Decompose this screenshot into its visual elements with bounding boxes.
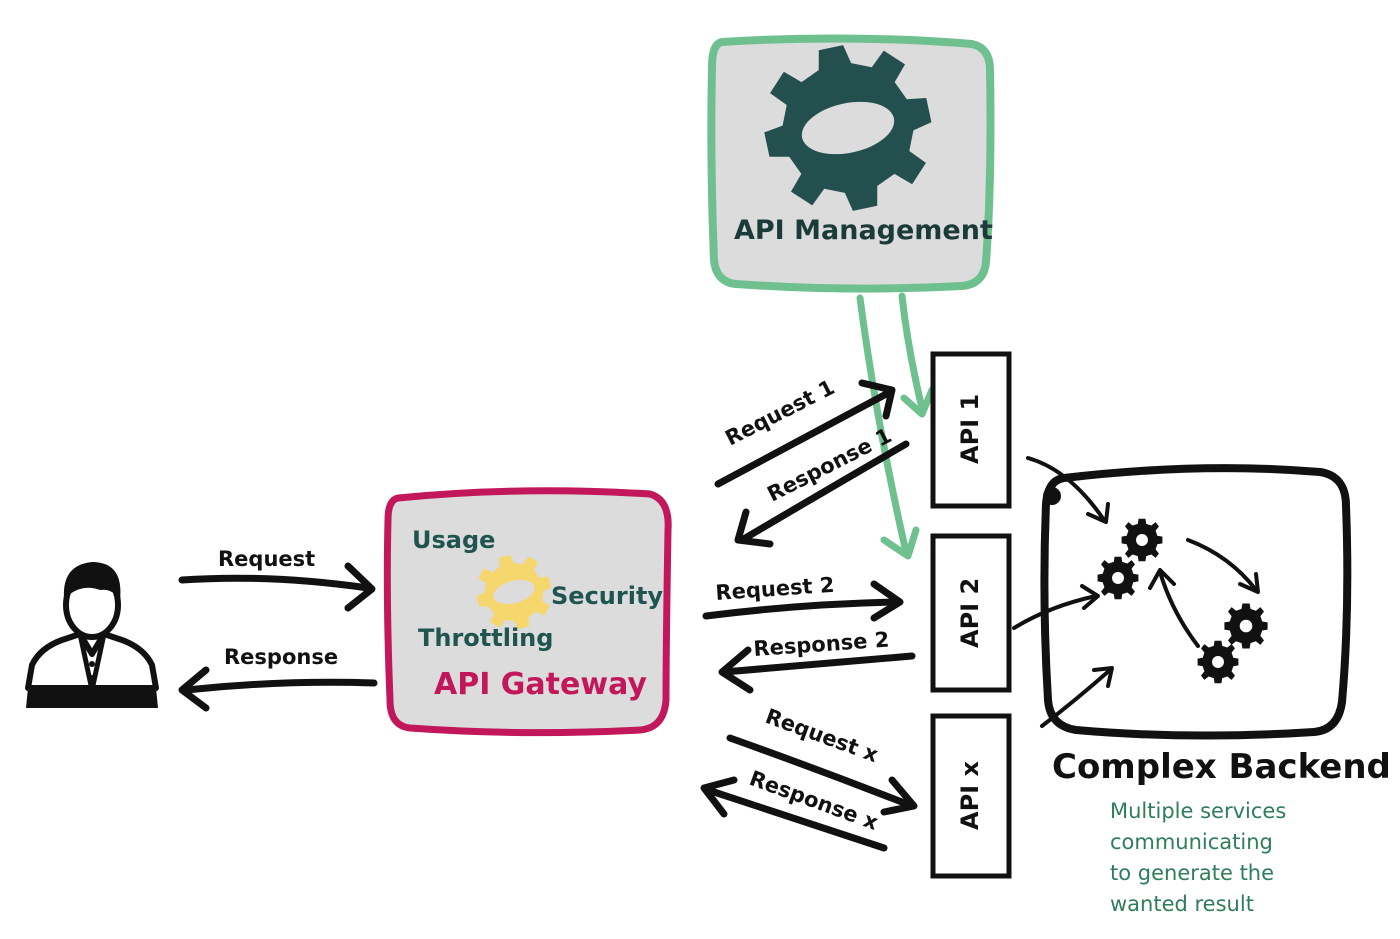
request-1-label: Request 1: [721, 375, 838, 450]
api-1-label: API 1: [956, 394, 984, 464]
client-response-arrow: [178, 666, 378, 712]
gateway-feature-usage: Usage: [412, 526, 495, 554]
backend-flow-arrow-2: [1148, 568, 1200, 648]
backend-gear-icon-3: [1224, 603, 1268, 649]
request-1-arrow: [714, 379, 896, 488]
response-2-arrow: [718, 646, 916, 694]
api-2-box: API 2: [930, 533, 1012, 693]
client-request-label: Request: [218, 547, 315, 571]
api-2-label: API 2: [956, 578, 984, 648]
response-1-arrow: [734, 440, 910, 548]
backend-description-line-3: to generate the: [1110, 861, 1274, 885]
backend-flow-arrow-1: [1186, 538, 1260, 594]
gateway-gear-icon: [468, 546, 560, 638]
backend-gear-icon-4: [1197, 640, 1239, 684]
request-2-label: Request 2: [715, 573, 835, 605]
response-2-label: Response 2: [753, 628, 890, 661]
gateway-feature-throttling: Throttling: [418, 624, 553, 652]
management-title: API Management: [734, 215, 993, 246]
client-response-label: Response: [224, 645, 338, 669]
request-x-arrow: [726, 734, 918, 816]
management-to-api1-arrow: [898, 292, 936, 418]
backend-title: Complex Backend: [1052, 747, 1391, 787]
management-to-api2-arrow: [856, 294, 920, 560]
api2-to-backend-arrow: [1012, 584, 1100, 630]
api-1-box: API 1: [930, 351, 1012, 509]
request-2-arrow: [702, 580, 904, 622]
backend-box: [1040, 464, 1352, 740]
backend-description-line-1: Multiple services: [1110, 799, 1286, 823]
backend-gear-icon-2: [1097, 556, 1139, 600]
backend-description-line-2: communicating: [1110, 830, 1273, 854]
backend-gear-icon-1: [1121, 518, 1163, 562]
backend-description-line-4: wanted result: [1110, 892, 1254, 916]
api-x-label: API x: [956, 761, 984, 830]
response-x-arrow: [700, 776, 888, 852]
user-icon: [25, 562, 159, 708]
apix-to-backend-arrow: [1040, 666, 1114, 728]
api1-to-backend-arrow: [1026, 456, 1110, 524]
gateway-title: API Gateway: [434, 667, 647, 702]
management-gear-icon: [749, 30, 947, 226]
gateway-feature-security: Security: [551, 582, 663, 610]
client-request-arrow: [178, 562, 376, 612]
api-x-box: API x: [930, 713, 1012, 879]
